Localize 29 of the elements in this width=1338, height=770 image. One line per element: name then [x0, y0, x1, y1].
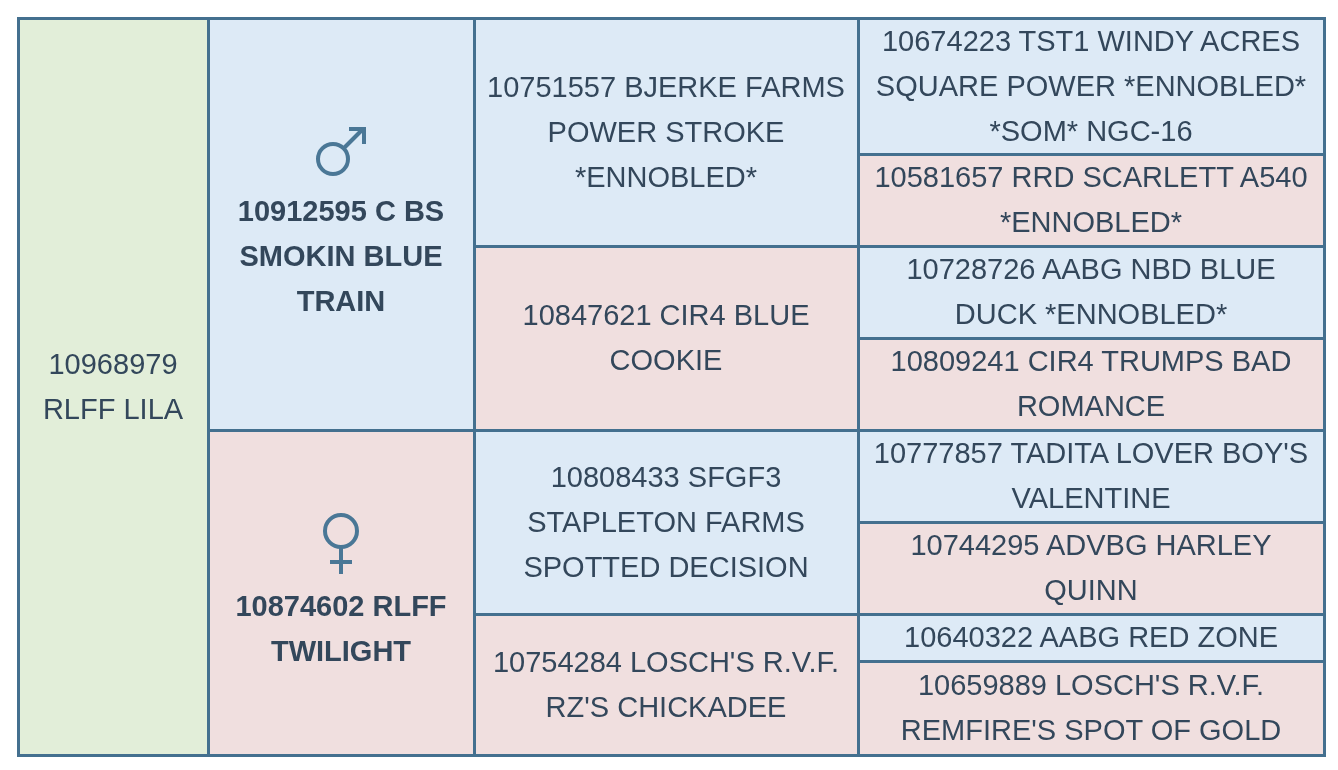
pedigree-cell	[859, 431, 1323, 521]
animal-name: 10808433 SFGF3 STAPLETON FARMS SPOTTED DECISION	[522, 459, 810, 585]
animal-name: 10874602 RLFF TWILIGHT	[234, 588, 448, 669]
pedigree-cell	[859, 523, 1323, 613]
pedigree-cell	[475, 19, 857, 245]
pedigree-cell	[19, 19, 207, 754]
animal-name: 10912595 C BS SMOKIN BLUE TRAIN	[236, 193, 446, 319]
pedigree-cell	[475, 615, 857, 754]
pedigree-cell	[475, 431, 857, 613]
animal-name: 10744295 ADVBG HARLEY QUINN	[909, 528, 1273, 608]
animal-name: 10754284 LOSCH'S R.V.F. RZ'S CHICKADEE	[491, 644, 841, 725]
pedigree-cell	[209, 19, 473, 429]
animal-name: 10640322 AABG RED ZONE	[904, 620, 1278, 655]
pedigree-cell	[859, 615, 1323, 660]
animal-name: 10847621 CIR4 BLUE COOKIE	[521, 298, 811, 378]
animal-name: 10674223 TST1 WINDY ACRES SQUARE POWER *ENNOBLED* *SOM* NGC-16	[874, 23, 1308, 149]
animal-name: 10809241 CIR4 TRUMPS BAD ROMANCE	[889, 344, 1293, 424]
pedigree-cell	[859, 247, 1323, 337]
animal-name: 10777857 TADITA LOVER BOY'S VALENTINE	[872, 436, 1310, 516]
animal-name: 10581657 RRD SCARLETT A540 *ENNOBLED*	[873, 160, 1309, 240]
animal-name: 10728726 AABG NBD BLUE DUCK *ENNOBLED*	[905, 252, 1277, 332]
pedigree-cell	[859, 662, 1323, 754]
animal-name: 10659889 LOSCH'S R.V.F. REMFIRE'S SPOT OF GOLD	[899, 668, 1283, 748]
animal-name: 10751557 BJERKE FARMS POWER STROKE *ENNOBLED*	[486, 69, 846, 195]
pedigree-cell	[859, 155, 1323, 245]
pedigree-cell	[475, 247, 857, 429]
pedigree-cell	[859, 339, 1323, 429]
pedigree-cell	[209, 431, 473, 754]
animal-name: 10968979 RLFF LILA	[41, 346, 185, 427]
